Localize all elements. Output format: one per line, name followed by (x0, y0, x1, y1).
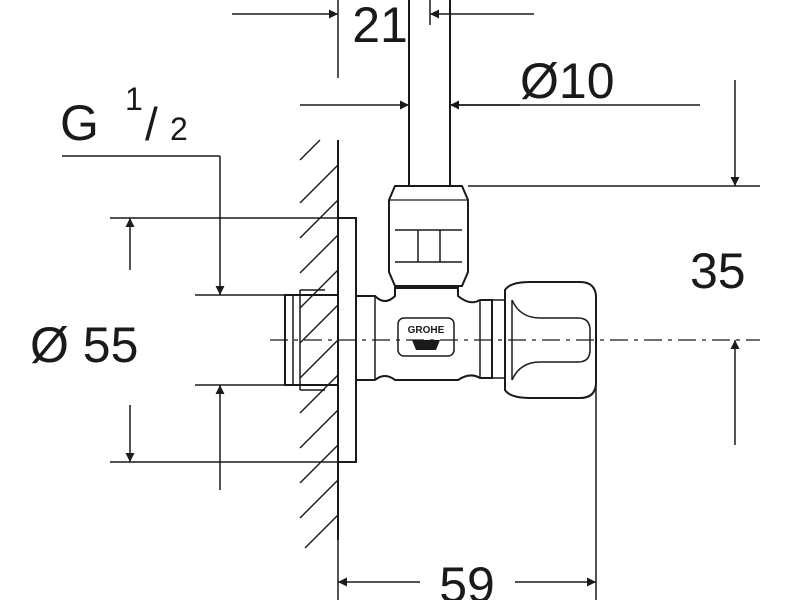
outlet-pipe (408, 0, 451, 186)
brand-logo-text: GROHE (408, 325, 445, 336)
dimension-pipe-diameter: Ø10 (300, 53, 700, 118)
brand-badge (397, 317, 455, 357)
dimension-35: 35 (468, 80, 760, 445)
dim-label-thread-g: G (60, 95, 99, 151)
dimension-21: 21 (232, 0, 534, 78)
dim-label-pipe-diameter: Ø10 (520, 53, 615, 109)
dim-label-thread-slash: / (145, 98, 158, 150)
dim-label-thread-den: 2 (170, 111, 188, 147)
dim-label-thread-num: 1 (125, 81, 143, 117)
dim-label-21: 21 (352, 0, 408, 53)
dim-label-59: 59 (439, 557, 495, 600)
top-nut (388, 185, 469, 287)
wall (299, 139, 339, 549)
dim-label-35: 35 (690, 243, 746, 299)
dimension-thread: G 1 / 2 (60, 81, 285, 490)
dimension-flange-diameter: Ø 55 (30, 217, 338, 463)
brand-logo-mark (412, 340, 440, 350)
dimension-59: 59 (337, 385, 597, 600)
wall-hatching (299, 139, 339, 549)
valve-body: GROHE (356, 287, 493, 381)
dim-label-flange-diameter: Ø 55 (30, 317, 138, 373)
